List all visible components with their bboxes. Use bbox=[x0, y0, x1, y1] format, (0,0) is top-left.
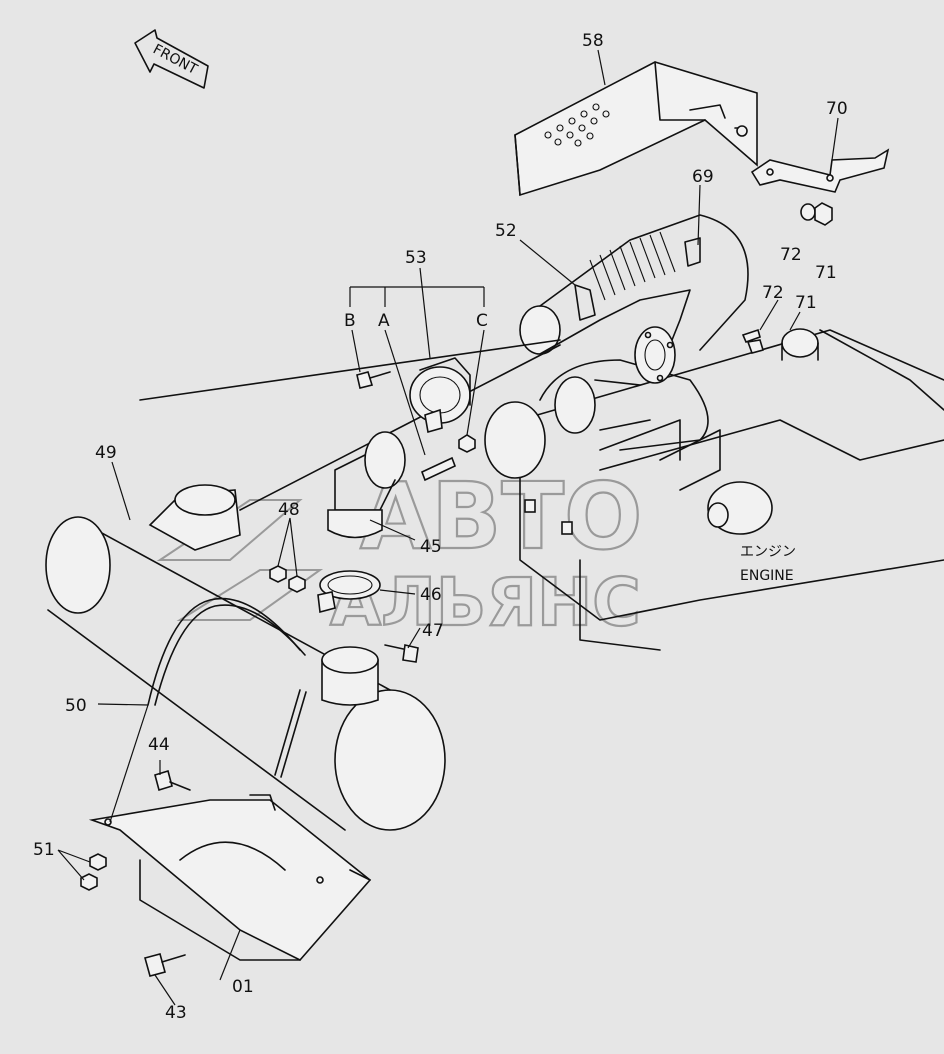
nut-48b bbox=[288, 575, 306, 593]
callout-47: 47 bbox=[422, 621, 444, 641]
callout-01: 01 bbox=[232, 977, 254, 997]
axis-line bbox=[139, 339, 561, 401]
front-label: FRONT bbox=[150, 41, 200, 78]
callout-45: 45 bbox=[420, 537, 442, 557]
bolt-44 bbox=[154, 769, 191, 792]
engine-label-jp: エンジン bbox=[740, 544, 796, 560]
bolt-47 bbox=[384, 644, 419, 663]
nut-71-top bbox=[814, 202, 833, 226]
front-arrow-icon bbox=[134, 29, 209, 89]
callout-70: 70 bbox=[826, 99, 848, 119]
clamp-53 bbox=[409, 357, 471, 434]
callout-43: 43 bbox=[165, 1003, 187, 1023]
bellows bbox=[589, 231, 676, 301]
engine-block bbox=[519, 328, 944, 651]
turbo-elbow bbox=[484, 359, 709, 479]
callout-52: 52 bbox=[495, 221, 517, 241]
callouts: 58 70 69 52 53 B A C 72 71 72 71 49 48 4… bbox=[33, 31, 848, 1023]
muffler-49 bbox=[45, 484, 446, 831]
axis-line-2 bbox=[239, 344, 561, 511]
elbow-45 bbox=[327, 431, 406, 539]
engine-label-en: ENGINE bbox=[740, 568, 794, 584]
callout-71-mid: 71 bbox=[795, 293, 817, 313]
callout-71-top: 71 bbox=[815, 263, 837, 283]
pin-A bbox=[420, 456, 457, 482]
callout-51: 51 bbox=[33, 840, 55, 860]
watermark-line1: АВТО bbox=[360, 463, 642, 570]
bolt-43 bbox=[144, 953, 186, 977]
nut-51a bbox=[89, 853, 107, 871]
exhaust-pipe-52 bbox=[519, 214, 749, 384]
strap-50 bbox=[147, 597, 307, 778]
washer-72-top bbox=[800, 203, 816, 221]
heat-shield-holes bbox=[544, 103, 610, 147]
callout-50: 50 bbox=[65, 696, 87, 716]
callout-A: A bbox=[378, 311, 390, 331]
callout-48: 48 bbox=[278, 500, 300, 520]
callout-44: 44 bbox=[148, 735, 170, 755]
nut-C bbox=[458, 434, 476, 453]
callout-49: 49 bbox=[95, 443, 117, 463]
bracket-70 bbox=[750, 148, 890, 193]
bolt-B bbox=[356, 371, 391, 389]
watermark: АВТО АЛЬЯНС bbox=[156, 462, 643, 642]
callout-72-top: 72 bbox=[780, 245, 802, 265]
nut-48a bbox=[269, 565, 287, 583]
washer-72-mid bbox=[741, 328, 761, 344]
clamp-46 bbox=[317, 570, 381, 614]
callout-B: B bbox=[344, 311, 356, 331]
callout-C: C bbox=[476, 311, 488, 331]
mount-bracket-01 bbox=[88, 794, 372, 961]
leader-lines bbox=[57, 49, 839, 1006]
callout-69: 69 bbox=[692, 167, 714, 187]
callout-53: 53 bbox=[405, 248, 427, 268]
watermark-line2: АЛЬЯНС bbox=[330, 564, 641, 641]
heat-shield-cover bbox=[514, 61, 758, 197]
bracket-line-bac bbox=[349, 286, 485, 307]
callout-72-mid: 72 bbox=[762, 283, 784, 303]
nut-51b bbox=[80, 873, 98, 891]
callout-58: 58 bbox=[582, 31, 604, 51]
nut-71-mid bbox=[746, 339, 765, 354]
callout-46: 46 bbox=[420, 585, 442, 605]
